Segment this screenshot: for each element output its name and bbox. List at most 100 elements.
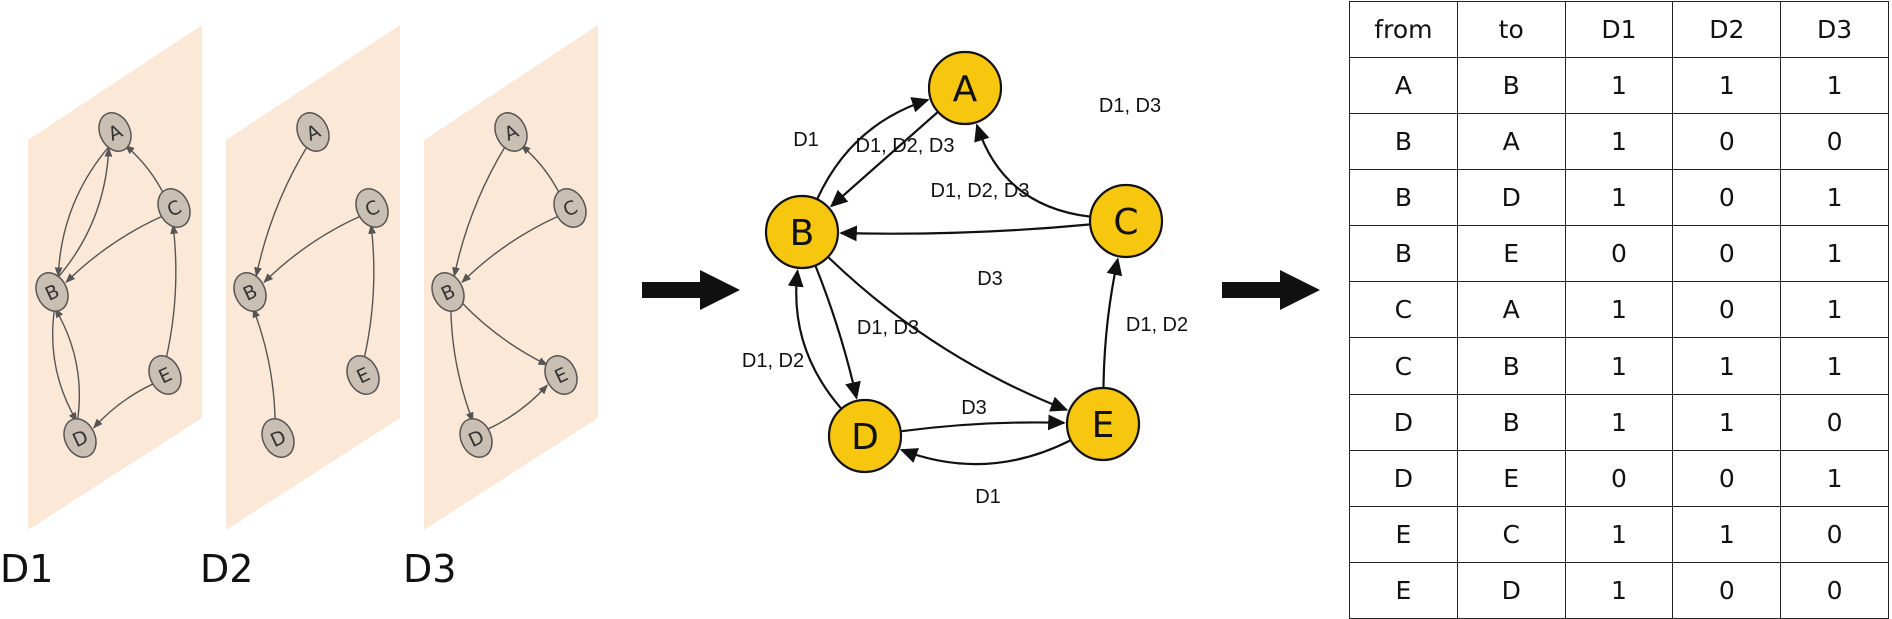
edge-E-C [1102, 257, 1123, 388]
table-cell: 0 [1564, 449, 1674, 507]
edge-label-D-E: D3 [961, 397, 987, 419]
transition-arrow-2 [1222, 270, 1320, 310]
edge-E-D [899, 439, 1071, 466]
table-cell: A [1349, 56, 1458, 115]
table-cell: 1 [1780, 449, 1889, 507]
node-label-D: D [851, 417, 879, 458]
table-cell: B [1456, 337, 1566, 395]
edge-A-B [829, 111, 938, 208]
table-cell: E [1456, 225, 1566, 283]
small-node-E [544, 355, 578, 395]
table-cell: C [1349, 281, 1458, 339]
small-edge-A-B [254, 145, 309, 278]
table-cell: 1 [1780, 281, 1889, 339]
small-edge-C-A [124, 144, 166, 197]
small-edge-B-D [450, 306, 474, 423]
small-edge-D-B [252, 307, 276, 424]
small-edge-C-B [263, 215, 360, 284]
table-cell: D [1456, 169, 1566, 227]
table-cell: 1 [1564, 393, 1674, 451]
node-A [927, 50, 1003, 126]
edge-label-B-A: D1 [793, 129, 819, 151]
table-cell: 1 [1564, 561, 1674, 619]
small-node-C [157, 188, 191, 228]
small-edge-E-D [93, 383, 154, 429]
table-cell: B [1456, 56, 1566, 115]
layer-panel [28, 25, 202, 530]
table-cell: 0 [1672, 561, 1782, 619]
table-cell: A [1456, 281, 1566, 339]
table-header-d1: D1 [1564, 1, 1674, 58]
edge-label-B-E: D3 [977, 268, 1003, 290]
edge-label-A-B: D1, D2, D3 [856, 135, 955, 157]
edge-D-B [787, 268, 842, 409]
small-edge-C-B [461, 215, 558, 284]
table-cell: 0 [1672, 449, 1782, 507]
small-edge-B-D [51, 306, 78, 423]
table-cell: 1 [1564, 505, 1674, 563]
table-cell: 1 [1780, 56, 1889, 115]
layer-label-d2: D2 [200, 547, 253, 591]
small-node-B [233, 272, 267, 312]
layer-label-d3: D3 [403, 547, 456, 591]
table-cell: D [1349, 393, 1458, 451]
table-cell: 1 [1672, 393, 1782, 451]
table-cell: 0 [1672, 281, 1782, 339]
small-edge-B-E [459, 300, 549, 366]
small-node-A [494, 112, 528, 152]
table-cell: B [1456, 393, 1566, 451]
table-cell: D [1349, 449, 1458, 507]
edge-B-D [814, 265, 861, 400]
edge-label-C-B: D1, D2, D3 [931, 180, 1030, 202]
table-cell: 1 [1672, 56, 1782, 115]
node-D [827, 398, 903, 474]
small-node-A [296, 112, 330, 152]
small-edge-A-B [54, 145, 111, 278]
small-node-D [261, 418, 295, 458]
table-cell: 1 [1672, 337, 1782, 395]
small-node-C [553, 188, 587, 228]
table-cell: E [1456, 449, 1566, 507]
small-node-A [98, 112, 132, 152]
transition-arrow-1 [642, 270, 740, 310]
edge-label-E-C: D1, D2 [1126, 314, 1188, 336]
node-C [1088, 183, 1164, 259]
table-cell: 1 [1564, 337, 1674, 395]
small-edge-E-C [165, 224, 179, 361]
table-cell: 0 [1780, 113, 1889, 171]
edge-label-B-D: D1, D3 [857, 317, 919, 339]
small-node-B [35, 272, 69, 312]
table-cell: 0 [1672, 225, 1782, 283]
node-label-C: C [1113, 202, 1138, 243]
table-cell: 1 [1780, 169, 1889, 227]
edge-C-B [839, 223, 1090, 242]
table-cell: 1 [1672, 505, 1782, 563]
layer-panel [226, 25, 400, 530]
small-node-E [346, 355, 380, 395]
node-B [764, 194, 840, 270]
edge-B-A [816, 97, 930, 199]
node-label-A: A [953, 69, 978, 110]
edge-B-E [827, 256, 1069, 412]
table-cell: 0 [1672, 113, 1782, 171]
table-cell: E [1349, 561, 1458, 619]
edge-label-E-D: D1 [975, 486, 1001, 508]
node-label-B: B [790, 213, 815, 254]
small-edge-A-B [452, 145, 507, 278]
table-cell: 1 [1564, 169, 1674, 227]
table-header-to: to [1456, 1, 1566, 58]
layer-label-d1: D1 [0, 547, 53, 591]
table-cell: 1 [1564, 113, 1674, 171]
table-header-d2: D2 [1672, 1, 1782, 58]
